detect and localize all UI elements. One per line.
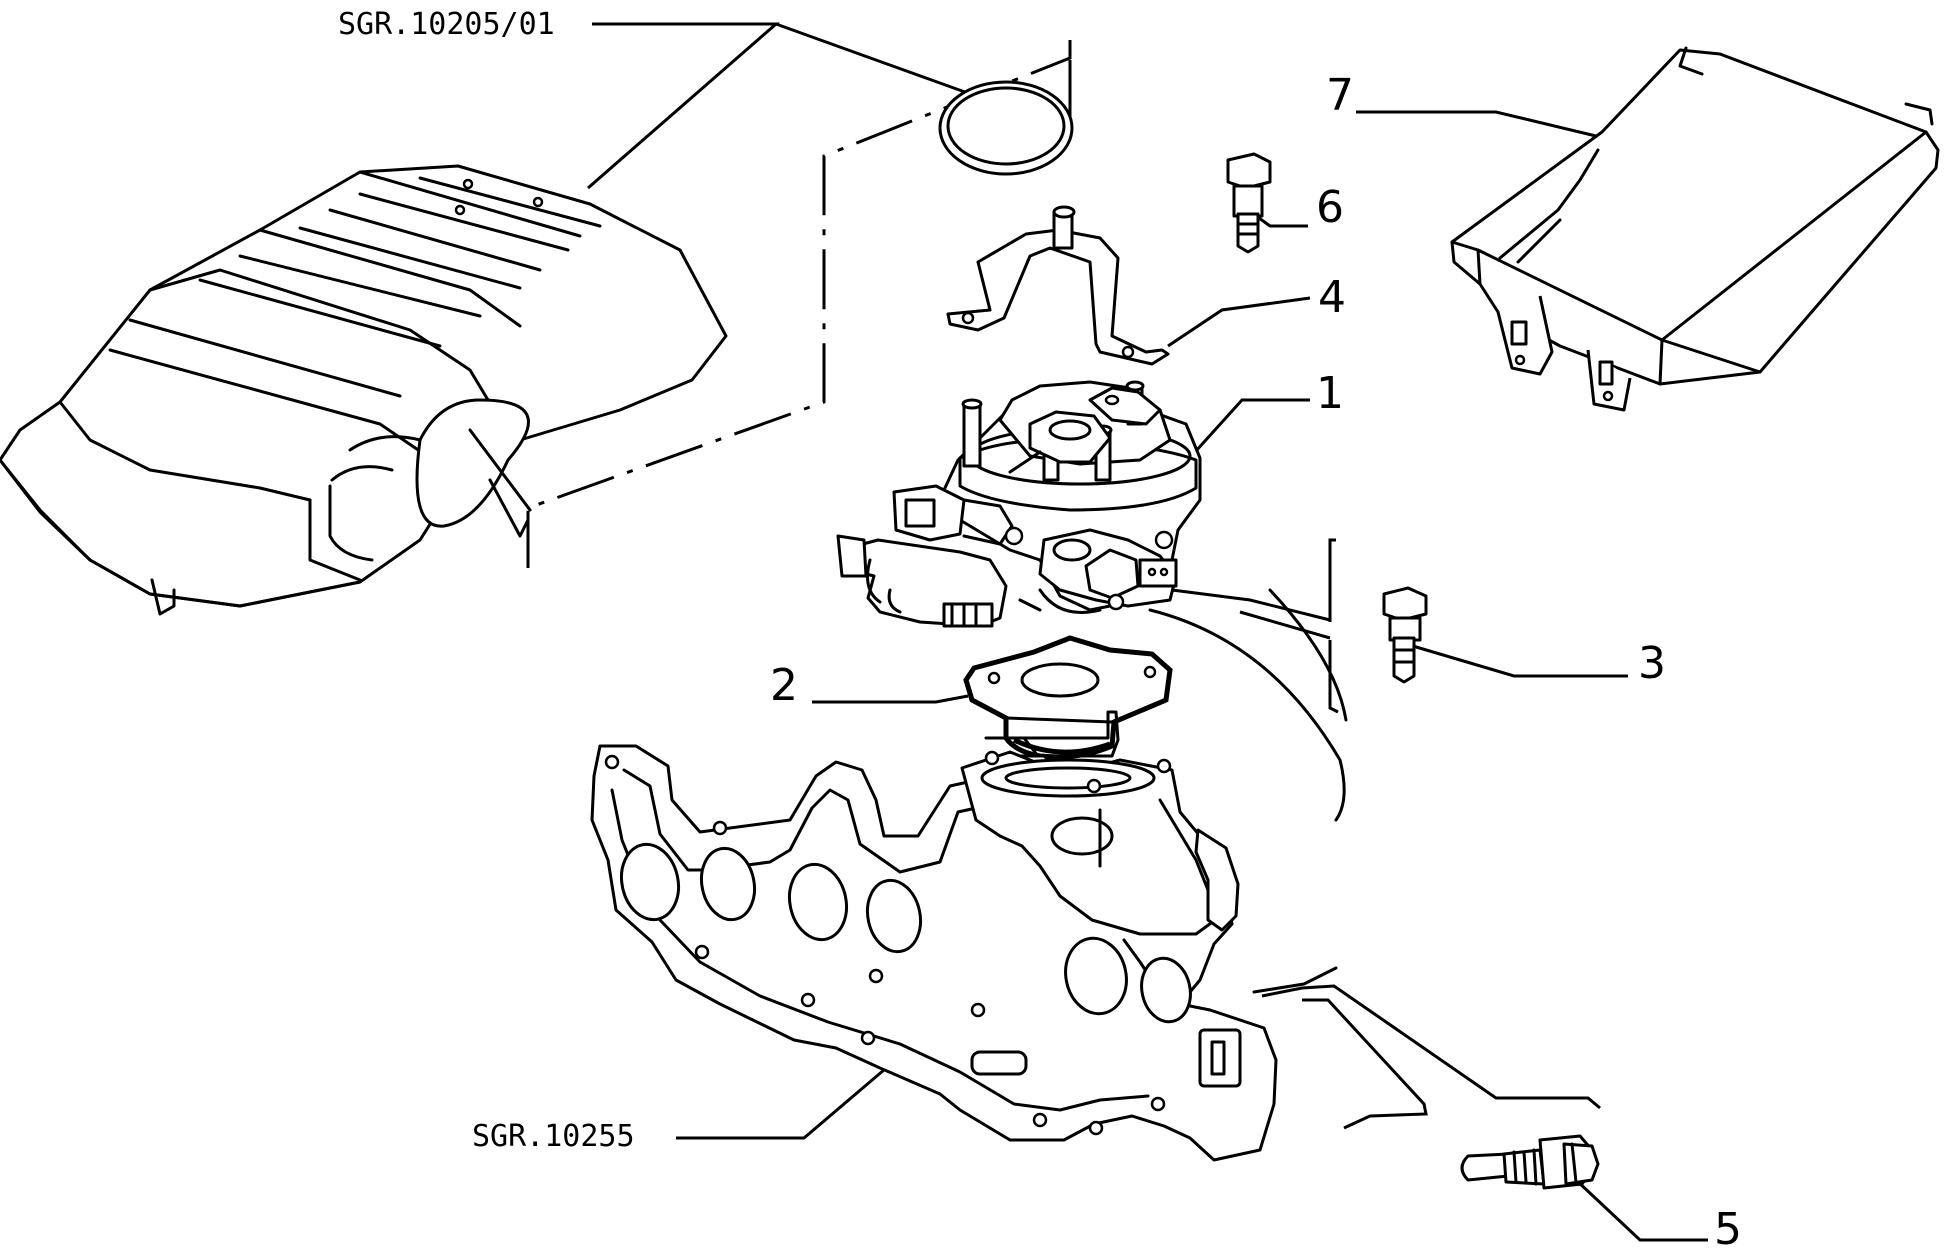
intake-manifold[interactable] <box>590 744 1338 1162</box>
callout-6[interactable]: 6 <box>1316 182 1344 233</box>
o-ring-seal[interactable] <box>938 80 1074 176</box>
callout-7[interactable]: 7 <box>1326 70 1354 121</box>
throttle-body[interactable] <box>836 380 1202 628</box>
air-filter-reference-label[interactable]: SGR.10205/01 <box>338 7 555 42</box>
bracket-4[interactable] <box>946 205 1170 366</box>
intake-manifold-reference-label[interactable]: SGR.10255 <box>472 1119 635 1154</box>
temperature-sensor[interactable] <box>1460 1134 1600 1190</box>
spacer-gasket[interactable] <box>963 635 1173 760</box>
screw-3[interactable] <box>1382 586 1428 684</box>
callout-3[interactable]: 3 <box>1638 638 1666 689</box>
air-filter-housing[interactable] <box>0 164 728 616</box>
electronic-control-unit[interactable] <box>1450 46 1940 412</box>
callout-4[interactable]: 4 <box>1318 272 1346 323</box>
sensor-routing-lines <box>1261 984 1601 1130</box>
screw-6[interactable] <box>1226 152 1272 254</box>
air-filter-dashed-bracket <box>526 40 1072 568</box>
callout-2[interactable]: 2 <box>770 660 798 711</box>
callout-1[interactable]: 1 <box>1316 368 1344 419</box>
callout-5[interactable]: 5 <box>1714 1204 1742 1250</box>
